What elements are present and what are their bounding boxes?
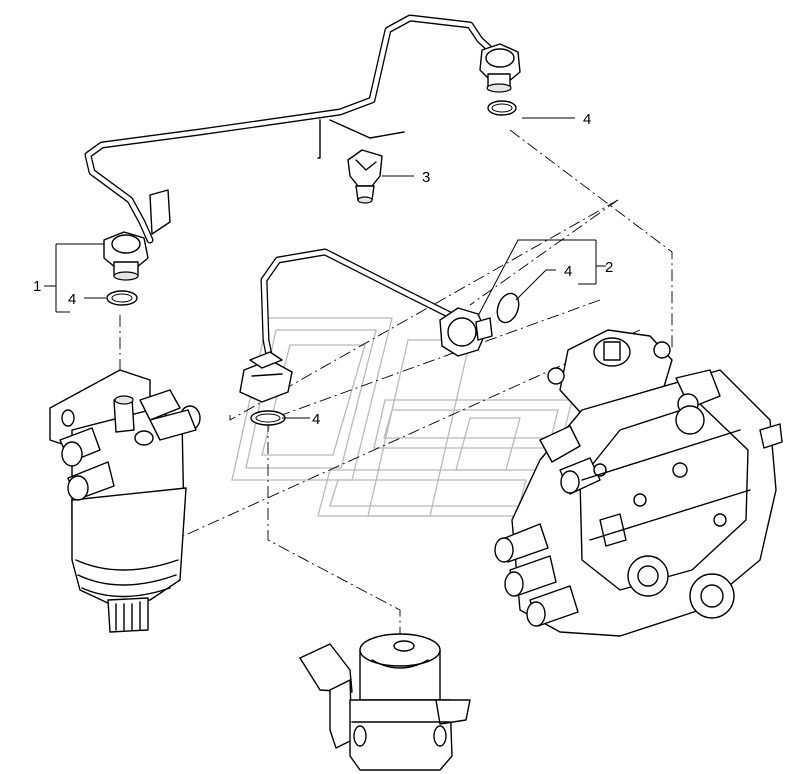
o-ring-top: [487, 100, 517, 116]
banjo-fitting-left: [103, 231, 149, 281]
callout-4-right: 4: [564, 263, 572, 280]
callout-4-left: 4: [68, 291, 76, 308]
upper-fuel-pipe: [84, 14, 504, 244]
banjo-fitting-mid: [239, 351, 293, 403]
o-ring-right: [496, 292, 520, 324]
o-ring-left: [106, 290, 138, 306]
injection-pump: [494, 329, 783, 637]
fuel-filter: [49, 369, 201, 633]
lift-pump: [299, 633, 471, 771]
callout-2: 2: [605, 259, 613, 276]
banjo-fitting-top: [479, 43, 521, 93]
callout-1: 1: [33, 278, 41, 295]
banjo-fitting-right: [439, 307, 493, 357]
lower-fuel-pipe: [260, 248, 464, 364]
leader-lines: [44, 117, 606, 419]
pipe-clip: [347, 149, 383, 204]
callout-4-top: 4: [583, 111, 591, 128]
callout-3: 3: [422, 169, 430, 186]
callout-4-mid: 4: [312, 411, 320, 428]
pipe-break-mark: [317, 119, 405, 159]
